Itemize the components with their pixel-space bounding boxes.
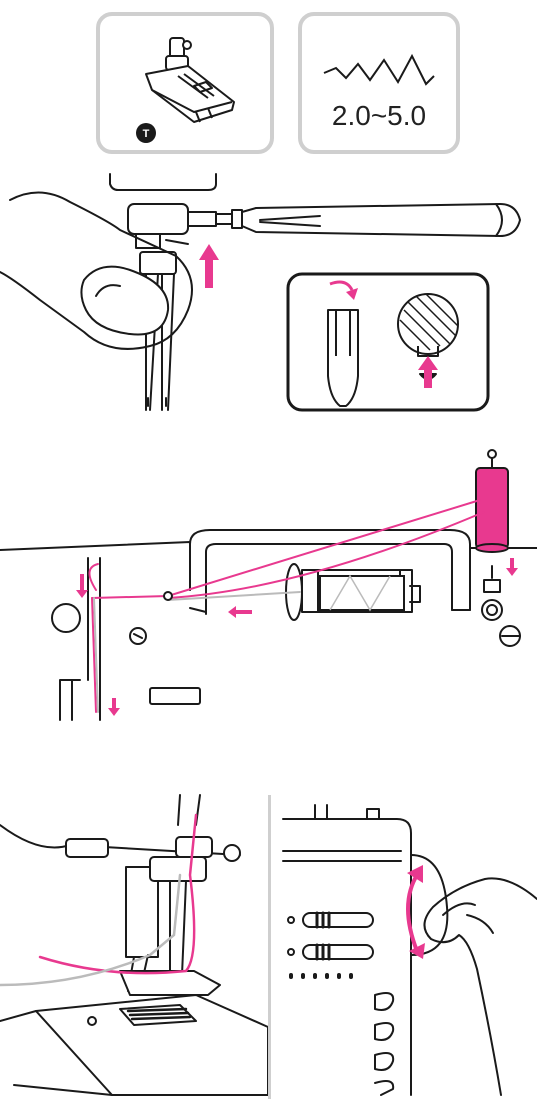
presser-foot-icon: T (96, 12, 274, 154)
handwheel-illustration (271, 795, 537, 1095)
stitch-width-range: 2.0~5.0 (302, 100, 456, 132)
left-arrow-icon (228, 606, 252, 618)
up-arrow-icon (199, 244, 219, 288)
down-arrow-icon (506, 558, 518, 576)
screw-detail-inset (288, 274, 488, 410)
zigzag-stitch-icon (298, 38, 460, 98)
thread-spool-white (320, 576, 404, 610)
twin-threading-illustration (0, 440, 537, 730)
needle-insertion-illustration (0, 160, 537, 430)
rotate-handwheel-arrow-icon (408, 875, 417, 951)
thread-spool-pink (476, 468, 508, 552)
foot-letter: T (143, 128, 150, 140)
presser-foot-card: T (96, 12, 274, 154)
stitch-setting-card: 2.0~5.0 (298, 12, 460, 154)
needle-foot-closeup (0, 795, 268, 1095)
